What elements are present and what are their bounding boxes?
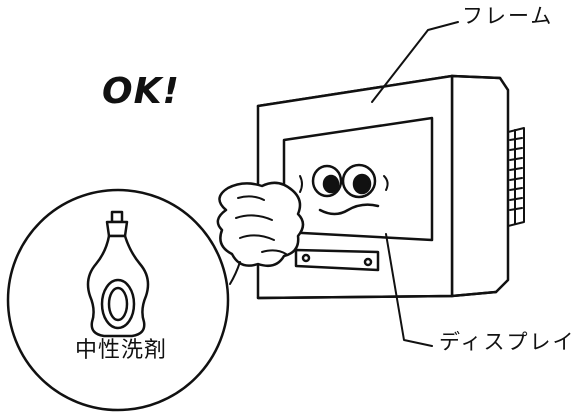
smile-mouth <box>318 203 380 216</box>
cloth-fold-2 <box>235 214 273 221</box>
crt-monitor <box>256 74 525 300</box>
control-panel <box>294 248 380 272</box>
cloth-fold-1 <box>237 195 265 201</box>
ok-label: OK! <box>102 71 180 112</box>
detergent-label: 中性洗剤 <box>75 338 168 363</box>
cloth <box>216 181 305 267</box>
monitor-back-body <box>450 74 510 298</box>
hand-with-cloth <box>216 181 305 285</box>
bottle-label-outer <box>100 278 136 330</box>
cloth-fold-4 <box>261 249 287 255</box>
arm <box>229 261 241 285</box>
bottle-cap-top <box>110 210 124 224</box>
cheek-right <box>383 175 389 191</box>
vent-slats <box>507 127 525 227</box>
frame-label: フレーム <box>462 4 554 28</box>
screen-face <box>299 163 389 216</box>
display-label: ディスプレイ <box>439 330 576 354</box>
cloth-fold-3 <box>239 234 275 241</box>
monitor-base <box>256 290 498 300</box>
detergent-illustration <box>6 188 230 412</box>
control-screw-right <box>363 257 373 267</box>
display-leader-line <box>385 233 433 347</box>
right-pupil <box>352 173 372 195</box>
cheek-left <box>299 175 303 193</box>
frame-leader-line <box>371 21 459 103</box>
control-screw-left <box>301 253 311 263</box>
bottle-label-inner <box>107 286 129 322</box>
left-pupil <box>322 174 340 194</box>
bottle-cap <box>105 220 129 238</box>
